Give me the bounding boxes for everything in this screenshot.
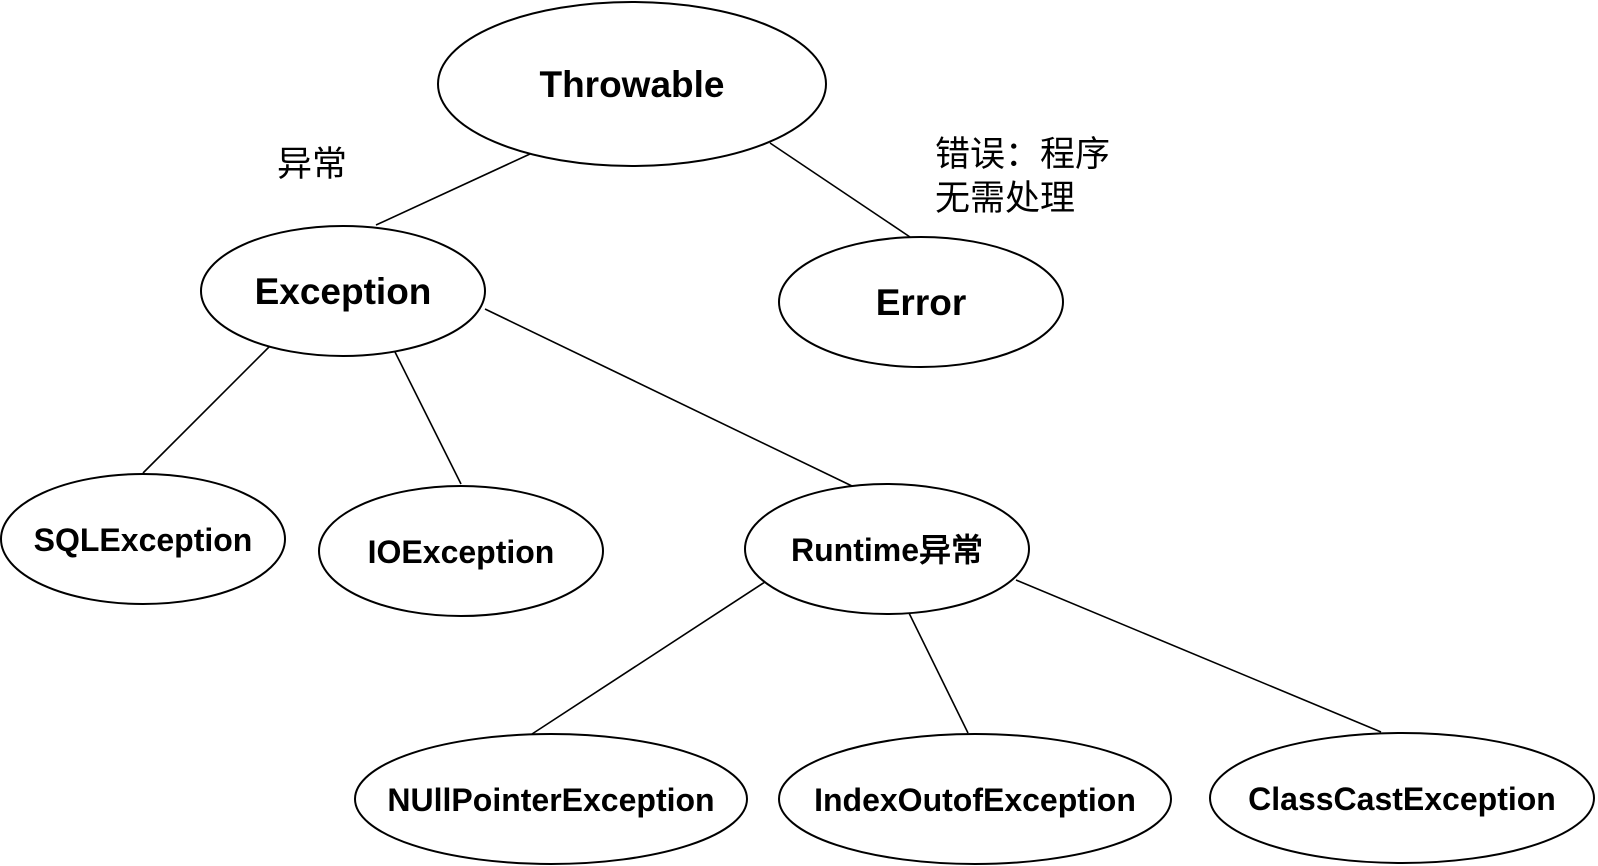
edge-exception-ioexception — [389, 341, 462, 485]
edge-throwable-error — [769, 142, 911, 238]
edge-runtime-nullpointer — [531, 579, 769, 735]
edge-exception-runtime — [484, 308, 853, 487]
node-exception: Exception — [200, 225, 486, 357]
node-indexoutof-label: IndexOutofException — [814, 782, 1136, 818]
node-classcast-label: ClassCastException — [1248, 781, 1556, 817]
node-ioexception-label: IOException — [368, 534, 555, 570]
edge-runtime-classcast — [1015, 579, 1382, 733]
node-indexoutof: IndexOutofException — [778, 733, 1172, 865]
node-nullpointer-label: NUllPointerException — [387, 782, 714, 818]
node-throwable-label: Throwable — [539, 64, 724, 105]
node-sqlexception: SQLException — [0, 473, 286, 605]
node-ioexception: IOException — [318, 485, 604, 617]
node-error-label: Error — [876, 282, 966, 323]
node-sqlexception-label: SQLException — [34, 522, 253, 558]
edge-runtime-indexoutof — [908, 612, 969, 734]
error-annotation-line2: 无需处理 — [935, 179, 1075, 219]
node-classcast: ClassCastException — [1209, 732, 1595, 864]
node-error: Error — [778, 236, 1064, 368]
node-runtime: Runtime异常 — [744, 483, 1030, 615]
node-exception-label: Exception — [255, 271, 432, 312]
edge-throwable-exception — [375, 153, 531, 226]
node-runtime-label: Runtime异常 — [791, 532, 983, 568]
edge-exception-sqlexception — [142, 342, 274, 474]
node-nullpointer: NUllPointerException — [354, 733, 748, 865]
node-throwable: Throwable — [437, 1, 827, 167]
error-annotation-line1: 错误：程序 — [935, 135, 1110, 175]
exception-annotation: 异常 — [277, 145, 347, 185]
